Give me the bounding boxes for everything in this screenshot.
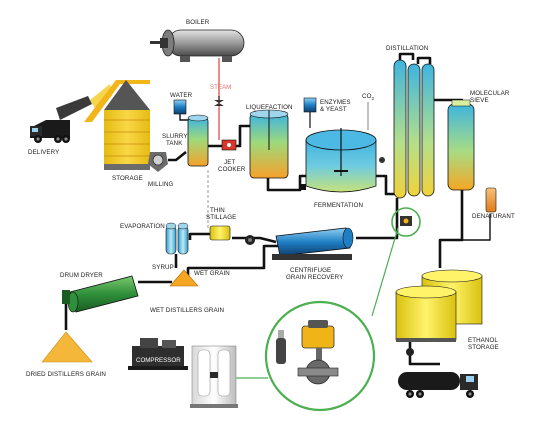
grain-silo-icon	[84, 80, 150, 170]
pump-icon	[245, 235, 255, 245]
boiler-icon	[150, 29, 245, 62]
pipe-milling	[168, 150, 187, 162]
label-thin-stillage-2: STILLAGE	[206, 214, 236, 221]
label-enzymes-1: ENZYMES	[320, 99, 351, 106]
label-drum-dryer: DRUM DRYER	[60, 272, 103, 279]
denaturant-tank-icon	[485, 187, 497, 213]
air-dryer-icon	[190, 345, 238, 408]
water-tank-icon	[173, 99, 187, 115]
label-syrup: SYRUP	[152, 264, 174, 271]
valve-actuator-icon	[276, 320, 339, 385]
pipe-centrifuge-wetgrain	[186, 244, 278, 276]
pipe-thin-stillage	[232, 236, 277, 244]
label-storage: STORAGE	[112, 175, 143, 182]
label-jet-cooker-2: COOKER	[218, 166, 246, 173]
steam-valve-icon	[214, 96, 224, 106]
label-centrifuge-1: CENTRIFUGE	[290, 267, 331, 274]
small-valve-icon	[400, 216, 412, 226]
label-centrifuge-2: GRAIN RECOVERY	[286, 274, 343, 281]
label-milling: MILLING	[148, 181, 174, 188]
ethanol-storage-tanks	[395, 269, 483, 342]
label-boiler: BOILER	[186, 19, 210, 26]
label-thin-stillage-1: THIN	[210, 207, 225, 214]
label-ethanol-storage-1: ETHANOL	[468, 337, 498, 344]
label-steam: STEAM	[210, 84, 231, 91]
ddg-pile-icon	[41, 331, 93, 363]
label-ddg: DRIED DISTILLERS GRAIN	[26, 371, 106, 378]
pipe-distillation-top-1	[398, 52, 415, 60]
slurry-tank	[187, 114, 209, 167]
wet-grain-pile-icon	[169, 269, 199, 287]
pipe-jet-cooker	[207, 124, 250, 148]
label-sieve-2: SIEVE	[470, 97, 489, 104]
pipe-fermentation-distillation	[376, 174, 397, 196]
label-liquefaction: LIQUEFACTION	[246, 104, 293, 111]
air-compressor-icon	[128, 338, 188, 370]
pipe-sieve-storage	[438, 190, 464, 268]
label-fermentation: FERMENTATION	[314, 202, 363, 209]
molecular-sieve	[447, 99, 475, 191]
label-compressor: COMPRESSOR	[136, 357, 181, 364]
storage-pump-icon	[406, 348, 414, 356]
label-co2: CO2	[362, 93, 374, 101]
centrifuge	[272, 227, 354, 260]
label-wet-grain: WET GRAIN	[194, 270, 230, 277]
label-wdg: WET DISTILLERS GRAIN	[150, 307, 224, 314]
label-delivery: DELIVERY	[28, 149, 59, 156]
label-ethanol-storage-2: STORAGE	[468, 344, 499, 351]
enzymes-tank-icon	[303, 97, 317, 128]
drum-dryer	[62, 275, 139, 313]
thin-stillage-tank	[209, 225, 231, 241]
label-slurry-1: SLURRY	[162, 133, 188, 140]
liquefaction-tank	[249, 109, 289, 179]
fermentation-tank	[300, 128, 377, 193]
label-distillation: DISTILLATION	[386, 45, 428, 52]
pipe-distillation-top-2	[416, 56, 432, 64]
label-enzymes-2: & YEAST	[320, 106, 347, 113]
distillation-columns	[393, 59, 435, 199]
evaporator	[165, 222, 189, 255]
pipe-thin-evap	[188, 232, 210, 240]
mill-icon	[148, 152, 168, 172]
tanker-truck-icon	[398, 372, 478, 398]
co2-valve-icon	[379, 157, 385, 163]
label-sieve-1: MOLECULAR	[470, 90, 510, 97]
label-water: WATER	[170, 92, 193, 99]
label-denaturant: DENATURANT	[472, 213, 515, 220]
dump-truck-icon	[30, 84, 112, 143]
jet-cooker-icon	[221, 139, 237, 151]
pipe-denaturant	[462, 214, 491, 241]
label-slurry-2: TANK	[166, 140, 183, 147]
label-evaporation: EVAPORATION	[120, 223, 165, 230]
label-jet-cooker-1: JET	[224, 159, 235, 166]
